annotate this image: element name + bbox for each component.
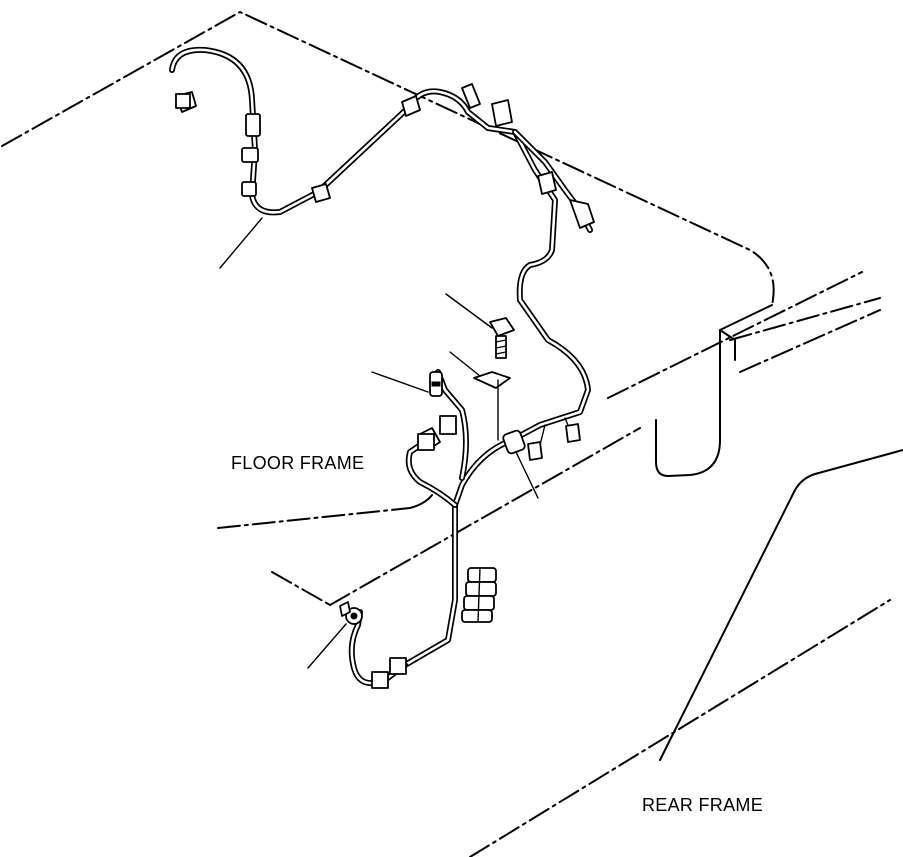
floor-frame-label: FLOOR FRAME (231, 453, 365, 473)
rear-frame-outline (409, 304, 903, 761)
upper-sensor (429, 371, 443, 397)
bolt (489, 317, 515, 359)
relay-block (461, 567, 497, 623)
lower-sensor (339, 601, 363, 625)
leader-lines (219, 217, 539, 669)
rear-frame-label: REAR FRAME (642, 795, 764, 815)
main-harness (169, 46, 593, 686)
connectors (175, 91, 595, 689)
bracket (473, 371, 511, 441)
floor-frame-outline (1, 11, 891, 857)
harness-clamps (241, 83, 557, 455)
